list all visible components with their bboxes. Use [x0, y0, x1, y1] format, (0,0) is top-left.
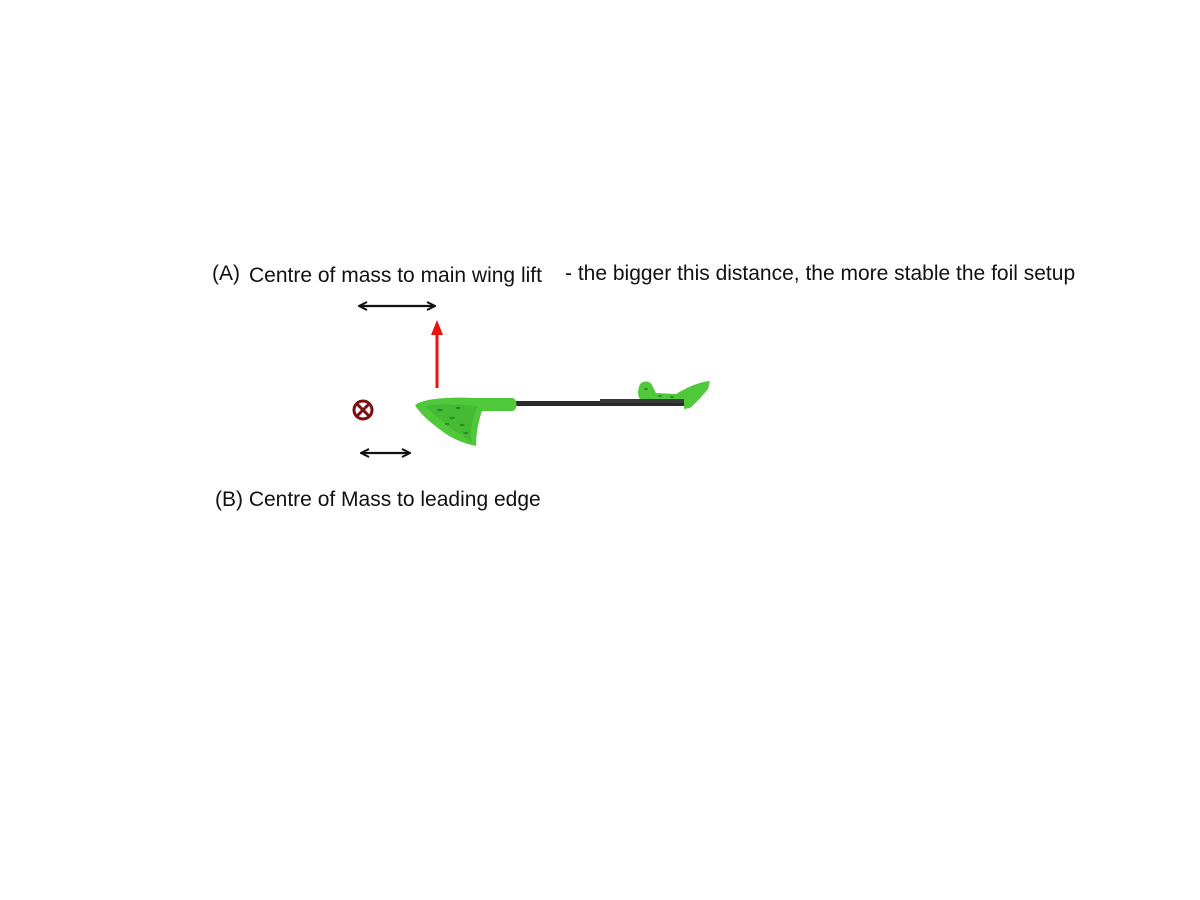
centre-of-mass-icon: [352, 399, 374, 421]
label-a-text: Centre of mass to main wing lift: [249, 264, 542, 287]
label-a-tag: (A): [212, 262, 240, 285]
label-a-description: - the bigger this distance, the more sta…: [565, 262, 1076, 285]
lift-arrow-icon: [431, 320, 443, 388]
label-b-text: (B) Centre of Mass to leading edge: [215, 488, 541, 511]
hydrofoil-icon: [415, 381, 710, 446]
